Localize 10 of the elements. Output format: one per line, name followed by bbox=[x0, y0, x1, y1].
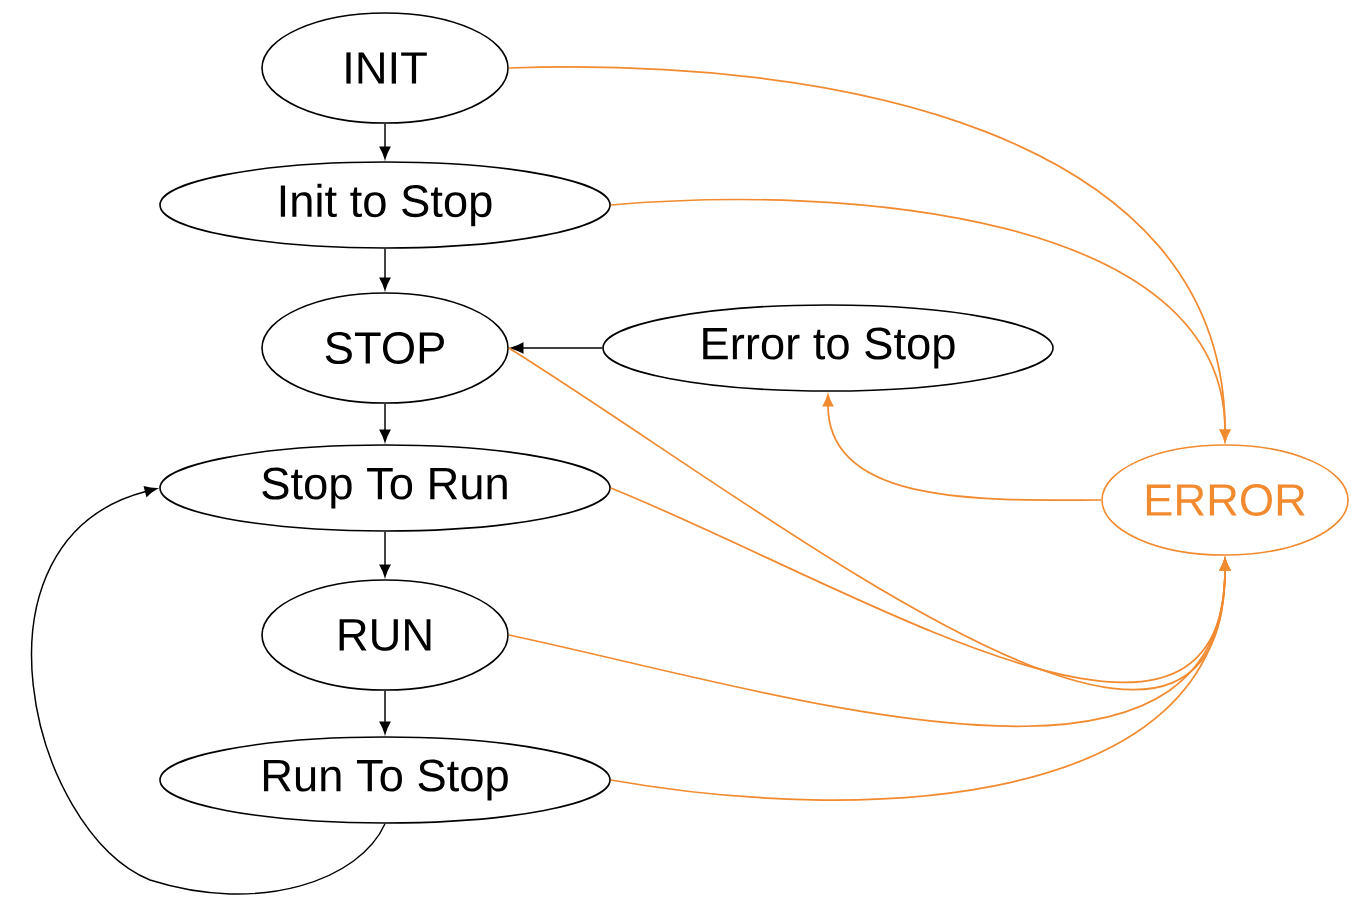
arrow bbox=[379, 403, 391, 443]
arrow bbox=[379, 248, 391, 291]
arrow bbox=[822, 394, 1103, 501]
arrow bbox=[31, 486, 386, 895]
arrow bbox=[510, 342, 603, 354]
arrow bbox=[609, 558, 1231, 801]
arrow bbox=[379, 123, 391, 160]
arrow bbox=[609, 198, 1231, 442]
arrow bbox=[379, 531, 391, 578]
arrow bbox=[379, 690, 391, 735]
